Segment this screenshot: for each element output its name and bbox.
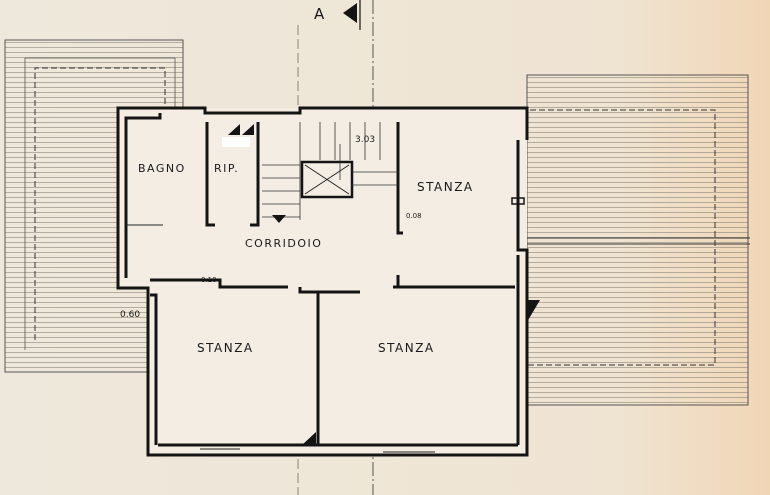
dimension-wall-offset: 0.08 xyxy=(406,212,422,220)
terrace-right xyxy=(526,74,750,406)
room-label-ripostiglio: RIP. xyxy=(214,162,239,175)
room-label-corridoio: CORRIDOIO xyxy=(245,237,322,250)
exterior-walls xyxy=(116,106,540,457)
dimension-partition: 0.10 xyxy=(201,276,217,284)
room-label-stanza-right: STANZA xyxy=(417,180,474,194)
building-footprint xyxy=(118,108,527,455)
chimney-icon xyxy=(527,300,540,322)
stair-down-arrow-icon xyxy=(272,215,286,223)
staircase xyxy=(222,122,398,445)
dimension-terrace: 0.60 xyxy=(120,310,140,320)
dimension-stair: 3.03 xyxy=(355,135,375,145)
room-label-stanza-bottom-left: STANZA xyxy=(197,341,254,355)
stair-void xyxy=(300,160,354,199)
section-label: A xyxy=(314,5,326,23)
section-arrow-icon xyxy=(343,3,357,23)
room-label-stanza-bottom-right: STANZA xyxy=(378,341,435,355)
interior-walls xyxy=(126,122,515,445)
room-label-bagno: BAGNO xyxy=(138,162,186,175)
